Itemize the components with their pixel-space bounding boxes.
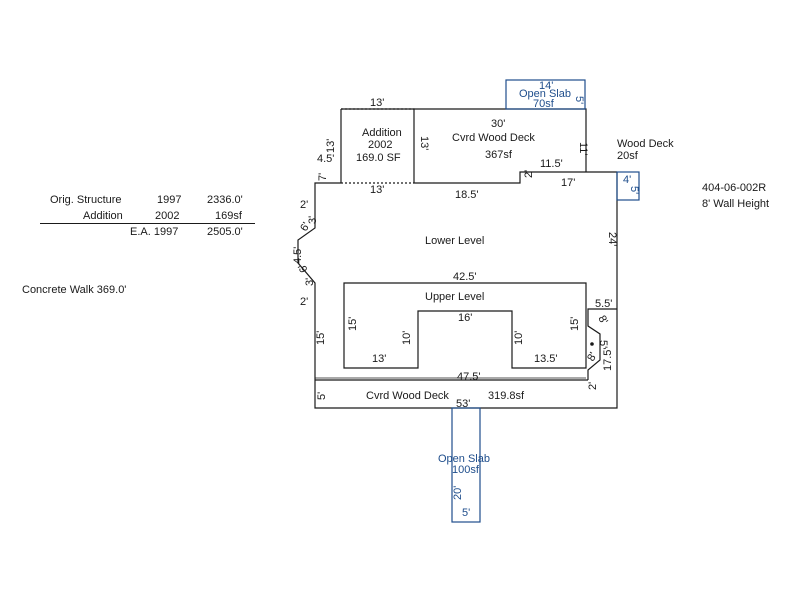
open-slab-top-depth: 5' xyxy=(573,96,585,104)
cvrd-deck-bottom-name: Cvrd Wood Deck xyxy=(366,390,449,402)
dim-deck-step: 2' xyxy=(523,170,535,178)
addition-area: 169.0 SF xyxy=(356,152,401,164)
dim-r-8: 8' xyxy=(595,314,610,327)
dim-upper-16: 16' xyxy=(458,312,472,324)
concrete-walk-label: Concrete Walk 369.0' xyxy=(22,284,127,296)
dim-right-24: 24' xyxy=(606,232,618,246)
dim-addition-bottom: 13' xyxy=(370,184,384,196)
dim-addition-top: 13' xyxy=(370,97,384,109)
legend-label: Orig. Structure xyxy=(50,194,122,206)
legend-value: 169sf xyxy=(215,210,242,222)
dim-seg-3a: 3' xyxy=(307,216,319,224)
legend-label: E.A. 1997 xyxy=(130,226,179,238)
dim-left-15: 15' xyxy=(315,331,327,345)
open-slab-top-area: 70sf xyxy=(533,98,555,110)
dim-upper-135: 13.5' xyxy=(534,353,558,365)
dim-r-55: 5.5' xyxy=(595,298,612,310)
open-slab-bottom-depth: 20' xyxy=(452,486,464,500)
dim-upper-10r: 10' xyxy=(513,331,525,345)
wood-deck-area: 20sf xyxy=(617,150,639,162)
dim-bottom-5: 5' xyxy=(316,392,328,400)
dim-seg-2b: 2' xyxy=(300,296,308,308)
right-notch xyxy=(587,308,617,380)
concrete-walk-note: Concrete Walk 369.0' xyxy=(22,282,126,298)
dim-seg-45: 4.5' xyxy=(292,247,304,264)
upper-level-label: Upper Level xyxy=(425,291,484,303)
open-slab-top-name: Open Slab xyxy=(519,88,571,100)
dim-upper-15l: 15' xyxy=(347,317,359,331)
legend-value: 2336.0' xyxy=(207,194,243,206)
open-slab-bottom-width: 5' xyxy=(462,507,470,519)
dim-left-7: 7' xyxy=(317,173,329,181)
dim-r-5: 5' xyxy=(597,340,609,348)
addition-year: 2002 xyxy=(368,139,392,151)
legend-year: 1997 xyxy=(157,194,182,206)
open-slab-top-width: 14' xyxy=(539,80,553,92)
wood-deck-depth: 5' xyxy=(628,186,640,194)
dim-seg-17: 17' xyxy=(561,177,575,189)
wood-deck-name: Wood Deck xyxy=(617,138,674,150)
legend-value: 2505.0' xyxy=(207,226,243,238)
dim-addition-right: 13' xyxy=(418,136,430,150)
dim-upper-15r: 15' xyxy=(569,317,581,331)
dim-deck-right: 11' xyxy=(577,142,589,156)
legend-row-orig-structure: Orig. Structure 1997 2336.0' xyxy=(40,192,255,208)
legend-row-addition: Addition 2002 169sf xyxy=(40,208,255,224)
dim-deck-53: 53' xyxy=(456,398,470,410)
cvrd-deck-top-outline xyxy=(414,108,617,184)
legend-label: Addition xyxy=(83,210,123,222)
open-slab-bottom-box xyxy=(451,407,481,523)
legend-year: 2002 xyxy=(155,210,180,222)
legend-row-effective-area: E.A. 1997 2505.0' xyxy=(40,224,255,240)
wood-deck-width: 4' xyxy=(623,174,631,186)
notch-point xyxy=(590,342,594,346)
dim-left-short: 4.5' xyxy=(317,153,334,165)
cvrd-deck-top-width: 30' xyxy=(491,118,505,130)
dim-deck-notch: 11.5' xyxy=(540,158,563,170)
open-slab-bottom-name: Open Slab xyxy=(438,453,490,465)
lower-level-label: Lower Level xyxy=(425,235,484,247)
dim-addition-left: 13' xyxy=(325,139,337,153)
addition-name: Addition xyxy=(362,127,402,139)
legend-table: Orig. Structure 1997 2336.0' Addition 20… xyxy=(40,192,255,240)
dim-upper-10l: 10' xyxy=(401,331,413,345)
wall-height: 8' Wall Height xyxy=(702,198,770,210)
dim-upper-475: 47.5' xyxy=(457,371,481,383)
dim-seg-3b: 3' xyxy=(304,278,316,286)
wood-deck-box xyxy=(616,171,640,201)
dim-seg-185: 18.5' xyxy=(455,189,479,201)
dim-r-175: 17.5' xyxy=(602,347,614,371)
cvrd-deck-top-name: Cvrd Wood Deck xyxy=(452,132,535,144)
upper-level-outline xyxy=(343,282,587,369)
dim-r-2: 2' xyxy=(587,382,599,390)
cvrd-deck-top-area: 367sf xyxy=(485,149,513,161)
dim-seg-2a: 2' xyxy=(300,199,308,211)
parcel-id: 404-06-002R xyxy=(702,182,767,194)
cvrd-deck-bottom-area: 319.8sf xyxy=(488,390,525,402)
dim-upper-13: 13' xyxy=(372,353,386,365)
dim-upper-425: 42.5' xyxy=(453,271,477,283)
lower-level-outline xyxy=(297,172,618,409)
open-slab-bottom-area: 100sf xyxy=(452,464,480,476)
open-slab-top-box xyxy=(505,79,586,110)
